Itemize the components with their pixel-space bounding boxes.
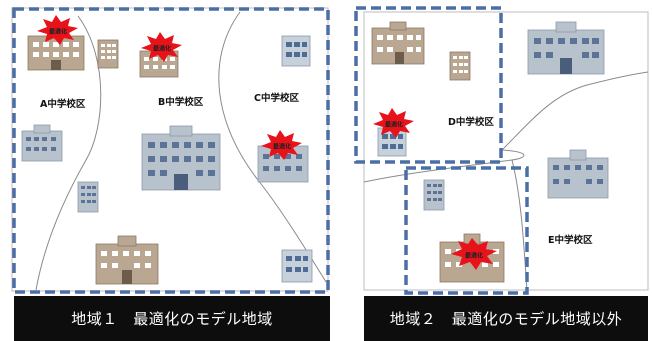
optimization-badge-icon: [451, 238, 497, 270]
school-district-label: A中学校区: [40, 99, 86, 110]
badge-text: 最適化: [48, 28, 68, 36]
school-building-icon: [371, 21, 425, 65]
school-building-icon: [527, 21, 605, 75]
school-district-label: B中学校区: [158, 97, 204, 108]
school-building-icon: [97, 39, 119, 69]
region-1-caption: 地域１ 最適化のモデル地域: [14, 296, 330, 341]
region-2-map: [354, 6, 649, 295]
school-district-label: D中学校区: [448, 117, 494, 128]
school-building-icon: [547, 149, 609, 199]
school-building-icon: [77, 181, 99, 213]
school-building-icon: [423, 179, 445, 211]
region-dashed-border: [404, 166, 529, 295]
boundary-line-ab: [35, 15, 102, 291]
badge-text: 最適化: [384, 121, 404, 129]
school-district-label: E中学校区: [548, 235, 593, 246]
badge-text: 最適化: [152, 45, 172, 53]
school-building-icon: [281, 35, 311, 67]
region-dashed-border: [12, 7, 330, 294]
school-building-icon: [449, 51, 471, 81]
region-1-panel: 最適化 最適化 最適化 A中学校区 B中学校区 C中学校区: [0, 0, 332, 296]
school-building-icon: [95, 235, 159, 285]
school-building-icon: [281, 249, 313, 283]
optimization-badge-icon: [141, 32, 182, 62]
school-building-icon: [141, 125, 221, 191]
badge-text: 最適化: [464, 252, 484, 260]
badge-text: 最適化: [272, 143, 292, 151]
optimization-badge-icon: [373, 108, 414, 138]
region-2-caption: 地域２ 最適化のモデル地域以外: [364, 296, 648, 341]
optimization-badge-icon: [37, 15, 78, 45]
region-1-map: [11, 7, 330, 294]
optimization-badge-icon: [261, 130, 302, 160]
school-district-label: C中学校区: [254, 93, 299, 104]
school-building-icon: [21, 124, 63, 162]
boundary-line-de: [501, 71, 649, 151]
region-2-panel: 最適化 最適化 D中学校区 E中学校区: [352, 0, 652, 296]
